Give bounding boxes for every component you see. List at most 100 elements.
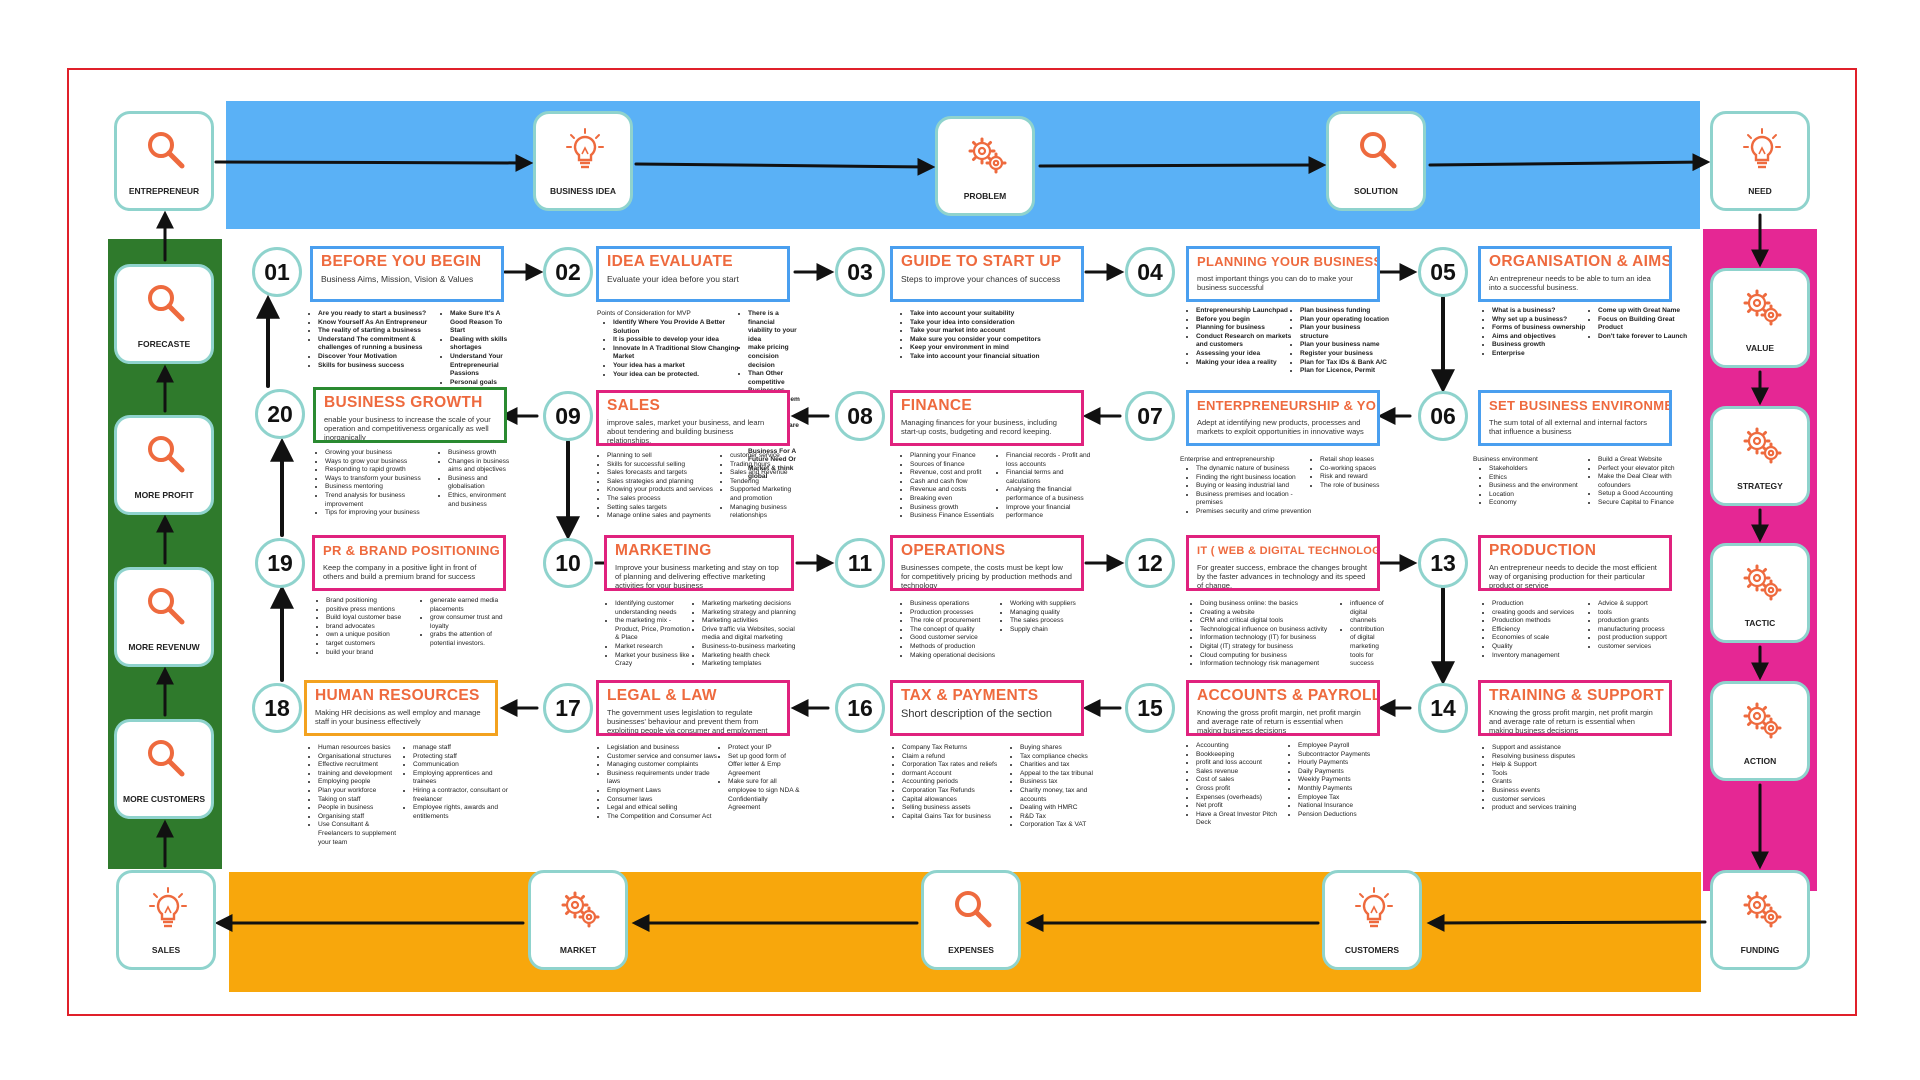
bullet-item: Daily Payments bbox=[1298, 768, 1390, 777]
bullet-item: training and development bbox=[318, 770, 405, 779]
bullet-item: Business requirements under trade laws bbox=[607, 770, 720, 787]
bullet-item: customer service bbox=[730, 452, 800, 461]
step-subtitle: For greater success, embrace the changes… bbox=[1197, 563, 1368, 590]
bullet-item: Finding the right business location bbox=[1196, 474, 1318, 483]
bullet-item: Buying or leasing industrial land bbox=[1196, 482, 1318, 491]
bullet-item: Why set up a business? bbox=[1492, 316, 1590, 325]
bullet-item: Setting sales targets bbox=[607, 504, 722, 513]
step-title: IT ( WEB & DIGITAL TECHNOLOGY ) bbox=[1197, 545, 1380, 557]
step-bullet-list: Productioncreating goods and servicesPro… bbox=[1482, 600, 1590, 660]
step-number-circle: 16 bbox=[835, 683, 885, 733]
step-bullet-list: Planning to sellSkills for successful se… bbox=[597, 452, 722, 521]
node-label: STRATEGY bbox=[1737, 481, 1783, 491]
bullet-item: Business growth bbox=[910, 504, 998, 513]
bullet-item: Subcontractor Payments bbox=[1298, 751, 1390, 760]
bullet-item: Employee Payroll bbox=[1298, 742, 1390, 751]
bullet-item: Weekly Payments bbox=[1298, 776, 1390, 785]
bullet-item: Charities and tax bbox=[1020, 761, 1094, 770]
bullet-item: creating goods and services bbox=[1492, 609, 1590, 618]
bullet-item: Doing business online: the basics bbox=[1200, 600, 1342, 609]
step-bullet-list: Identifying customer understanding needs… bbox=[605, 600, 694, 669]
bullet-item: Consumer laws bbox=[607, 796, 720, 805]
bullet-item: Technological influence on business acti… bbox=[1200, 626, 1342, 635]
step-subtitle: The government uses legislation to regul… bbox=[607, 708, 768, 735]
bullet-item: Innovate In A Traditional Slow Changing … bbox=[613, 345, 746, 362]
step-title: ACCOUNTS & PAYROLL bbox=[1197, 687, 1380, 704]
step-number-circle: 03 bbox=[835, 247, 885, 297]
bullet-item: Ethics bbox=[1489, 474, 1596, 483]
bullet-item: The sales process bbox=[607, 495, 722, 504]
bullet-item: Employing people bbox=[318, 778, 405, 787]
step-title: SET BUSINESS ENVIRONMENT bbox=[1489, 398, 1672, 413]
bullet-item: Skills for business success bbox=[318, 362, 442, 371]
bullet-item: Retail shop leases bbox=[1320, 456, 1390, 465]
step-bullet-list: What is a business?Why set up a business… bbox=[1482, 307, 1590, 359]
bullet-item: Taking on staff bbox=[318, 796, 405, 805]
bullet-item: Expenses (overheads) bbox=[1196, 794, 1290, 803]
bullet-item: Tendering bbox=[730, 478, 800, 487]
bullet-item: Economy bbox=[1489, 499, 1596, 508]
bullet-item: Register your business bbox=[1300, 350, 1390, 359]
node-need: NEED bbox=[1710, 111, 1810, 211]
bullet-item: customer services bbox=[1492, 796, 1674, 805]
bullet-item: Market your business like Crazy bbox=[615, 652, 694, 669]
outer-frame bbox=[67, 68, 1857, 1016]
bullet-item: Business premises and location - premise… bbox=[1196, 491, 1318, 508]
bullet-item: Make Sure It's A Good Reason To Start bbox=[450, 310, 514, 336]
bullet-item: Growing your business bbox=[325, 449, 440, 458]
bullet-item: Understand Your Entrepreneurial Passions bbox=[450, 353, 514, 379]
bullet-item: Efficiency bbox=[1492, 626, 1590, 635]
bullet-item: Planning to sell bbox=[607, 452, 722, 461]
step-bullet-list-secondary: Marketing marketing decisionsMarketing s… bbox=[692, 600, 804, 669]
step-lead-text: Points of Consideration for MVP bbox=[597, 310, 691, 317]
step-title: SALES bbox=[607, 397, 661, 414]
step-bullet-list: Doing business online: the basicsCreatin… bbox=[1190, 600, 1342, 669]
bullet-item: Accounting bbox=[1196, 742, 1290, 751]
step-title: BUSINESS GROWTH bbox=[324, 394, 483, 411]
step-bullet-list-secondary: manage staffProtecting staffCommunicatio… bbox=[403, 744, 508, 821]
node-problem: PROBLEM bbox=[935, 116, 1035, 216]
step-subtitle: Making HR decisions as well employ and m… bbox=[315, 708, 481, 726]
node-label: CUSTOMERS bbox=[1344, 945, 1400, 955]
step-number-circle: 04 bbox=[1125, 247, 1175, 297]
step-title: BEFORE YOU BEGIN bbox=[321, 253, 482, 270]
bullet-item: Hiring a contractor, consultant or freel… bbox=[413, 787, 508, 804]
bullet-item: Market research bbox=[615, 643, 694, 652]
bullet-item: Appeal to the tax tribunal bbox=[1020, 770, 1094, 779]
bullet-item: Sales forecasts and targets bbox=[607, 469, 722, 478]
bullet-item: Marketing strategy and planning bbox=[702, 609, 804, 618]
bullet-item: Digital (IT) strategy for business bbox=[1200, 643, 1342, 652]
bullet-item: Are you ready to start a business? bbox=[318, 310, 442, 319]
bullet-item: Revenue and costs bbox=[910, 486, 998, 495]
bullet-item: Employment Laws bbox=[607, 787, 720, 796]
bullet-item: make pricing concision decision bbox=[748, 344, 800, 370]
bullet-item: positive press mentions bbox=[326, 606, 422, 615]
bullet-item: Focus on Building Great Product bbox=[1598, 316, 1692, 333]
bullet-item: Forms of business ownership bbox=[1492, 324, 1590, 333]
bullet-item: The concept of quality bbox=[910, 626, 1002, 635]
bullet-item: Entrepreneurship Launchpad bbox=[1196, 307, 1292, 316]
step-bullet-list-secondary: Retail shop leasesCo-working spacesRisk … bbox=[1310, 456, 1390, 490]
node-label: SOLUTION bbox=[1354, 186, 1398, 196]
step-number-circle: 09 bbox=[543, 391, 593, 441]
bullet-item: R&D Tax bbox=[1020, 813, 1094, 822]
bullet-item: Organisational structures bbox=[318, 753, 405, 762]
bullet-item: Sales strategies and planning bbox=[607, 478, 722, 487]
step-bullet-list-secondary: Protect your IPSet up good form of Offer… bbox=[718, 744, 800, 813]
bullet-item: Business growth bbox=[448, 449, 517, 458]
bullet-item: Communication bbox=[413, 761, 508, 770]
bullet-item: People in business bbox=[318, 804, 405, 813]
bullet-item: Tools bbox=[1492, 770, 1674, 779]
bullet-item: grabs the attention of potential investo… bbox=[430, 631, 516, 648]
step-bullet-list: The dynamic nature of businessFinding th… bbox=[1186, 465, 1318, 517]
bullet-item: Analysing the financial performance of a… bbox=[1006, 486, 1094, 503]
node-label: TACTIC bbox=[1744, 618, 1776, 628]
bullet-item: Cloud computing for business bbox=[1200, 652, 1342, 661]
step-subtitle: improve sales, market your business, and… bbox=[607, 418, 765, 445]
bullet-item: product and services training bbox=[1492, 804, 1674, 813]
bullet-item: Build loyal customer base bbox=[326, 614, 422, 623]
bullet-item: Risk and reward bbox=[1320, 473, 1390, 482]
